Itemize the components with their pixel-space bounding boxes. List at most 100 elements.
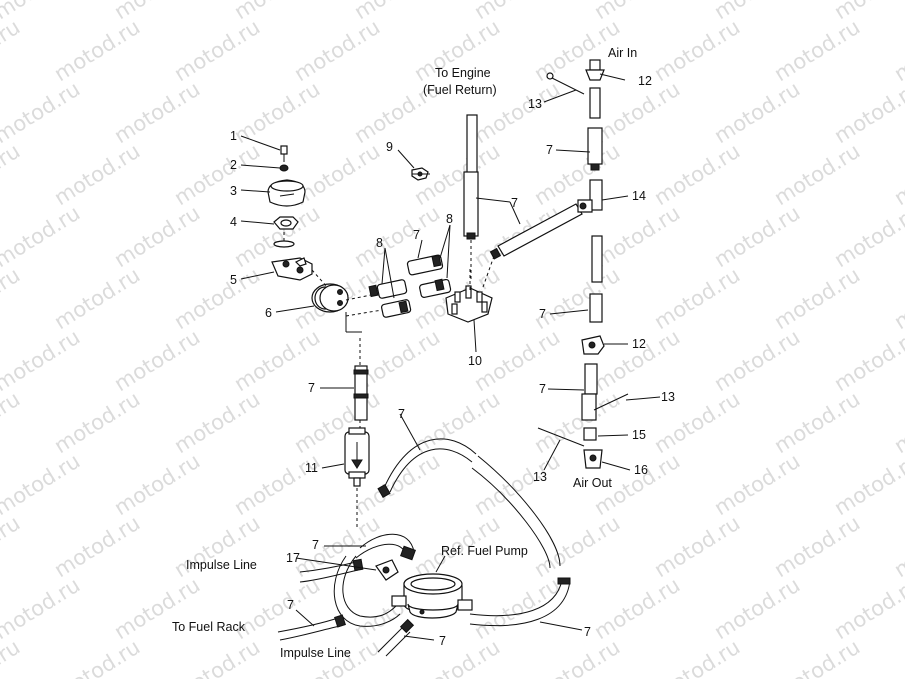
- watermark-text: motod.ru: [590, 201, 684, 272]
- watermark-text: motod.ru: [170, 635, 264, 679]
- watermark-text: motod.ru: [710, 325, 804, 396]
- label-to-fuel-rack: To Fuel Rack: [172, 620, 246, 634]
- callout-9: 9: [386, 140, 393, 154]
- callout-17: 17: [286, 551, 300, 565]
- watermark-text: motod.ru: [470, 573, 564, 644]
- watermark-text: motod.ru: [470, 449, 564, 520]
- label-impulse-line-top: Impulse Line: [186, 558, 257, 572]
- callout-12-mid: 12: [632, 337, 646, 351]
- watermark-text: motod.ru: [830, 77, 905, 148]
- watermark-text: motod.ru: [770, 511, 864, 582]
- label-air-out: Air Out: [573, 476, 612, 490]
- watermark-text: motod.ru: [890, 511, 905, 582]
- watermark-text: motod.ru: [410, 387, 504, 458]
- watermark-text: motod.ru: [0, 635, 24, 679]
- callout-8-left: 8: [376, 236, 383, 250]
- watermark-text: motod.ru: [590, 573, 684, 644]
- watermark-text: motod.ru: [110, 325, 204, 396]
- watermark-text: motod.ru: [170, 263, 264, 334]
- callout-7-air-low: 7: [539, 382, 546, 396]
- short-hoses: [345, 254, 452, 318]
- fuel-pump: [375, 559, 473, 619]
- watermark-text: motod.ru: [170, 387, 264, 458]
- callout-7-loop: 7: [312, 538, 319, 552]
- watermark-text: motod.ru: [230, 449, 324, 520]
- label-to-engine: To Engine: [435, 66, 491, 80]
- watermark-text: motod.ru: [830, 573, 905, 644]
- callout-6: 6: [265, 306, 272, 320]
- watermark-text: motod.ru: [530, 263, 624, 334]
- watermark-text: motod.ru: [890, 387, 905, 458]
- watermark-text: motod.ru: [710, 77, 804, 148]
- callout-4: 4: [230, 215, 237, 229]
- callout-numbers: 1 2 3 4 5 6 9 8 8 7 7 10 13 12 7 14 7 12…: [230, 74, 675, 648]
- watermark-text: motod.ru: [890, 139, 905, 210]
- watermark-text: motod.ru: [530, 139, 624, 210]
- watermark-text: motod.ru: [0, 15, 24, 86]
- callout-7-right-bottom: 7: [584, 625, 591, 639]
- fuel-return-hose: [463, 114, 479, 282]
- watermark-text: motod.ru: [170, 139, 264, 210]
- watermark-text: motod.ru: [650, 263, 744, 334]
- callout-12-top: 12: [638, 74, 652, 88]
- watermark-text: motod.ru: [110, 201, 204, 272]
- watermark-text: motod.ru: [0, 449, 84, 520]
- watermark-text: motod.ru: [0, 201, 84, 272]
- callout-7-arc: 7: [398, 407, 405, 421]
- callout-15: 15: [632, 428, 646, 442]
- cap-assembly: [267, 145, 377, 333]
- callout-7-short-hose: 7: [413, 228, 420, 242]
- fuel-filter-line: [344, 338, 370, 530]
- watermark-text: motod.ru: [890, 263, 905, 334]
- label-air-in: Air In: [608, 46, 637, 60]
- watermark-text: motod.ru: [770, 387, 864, 458]
- leader-lines: [240, 73, 661, 641]
- watermark-text: motod.ru: [50, 635, 144, 679]
- callout-7-diagonal: 7: [511, 196, 518, 210]
- watermark-text: motod.ru: [650, 635, 744, 679]
- watermark-text: motod.ru: [650, 511, 744, 582]
- callout-7-air-top: 7: [546, 143, 553, 157]
- watermark-text: motod.ru: [470, 325, 564, 396]
- watermark-text: motod.ru: [890, 15, 905, 86]
- watermark-text: motod.ru: [530, 511, 624, 582]
- callout-8-right: 8: [446, 212, 453, 226]
- watermark-text: motod.ru: [0, 387, 24, 458]
- watermark-text: motod.ru: [650, 139, 744, 210]
- callout-13-right: 13: [661, 390, 675, 404]
- air-line: [537, 59, 629, 469]
- watermark-text: motod.ru: [710, 449, 804, 520]
- watermark-text: motod.ru: [50, 139, 144, 210]
- long-hoses: [277, 438, 571, 657]
- watermark-text: motod.ru: [530, 635, 624, 679]
- diagonal-hose: [481, 203, 583, 291]
- clip-part: [411, 167, 430, 181]
- watermark-text: motod.ru: [830, 201, 905, 272]
- watermark-text: motod.ru: [0, 77, 84, 148]
- label-impulse-line-bottom: Impulse Line: [280, 646, 351, 660]
- watermark-text: motod.ru: [710, 201, 804, 272]
- callout-5: 5: [230, 273, 237, 287]
- watermark-text: motod.ru: [50, 511, 144, 582]
- callout-7-fuel-rack: 7: [287, 598, 294, 612]
- callout-11: 11: [305, 461, 318, 475]
- callout-10: 10: [468, 354, 482, 368]
- watermark-text: motod.ru: [830, 449, 905, 520]
- watermark-text: motod.ru: [290, 15, 384, 86]
- watermark-text: motod.ru: [0, 325, 84, 396]
- label-ref-fuel-pump: Ref. Fuel Pump: [441, 544, 528, 558]
- watermark-text: motod.ru: [770, 139, 864, 210]
- watermark-text: motod.ru: [890, 635, 905, 679]
- watermark-text: motod.ru: [50, 387, 144, 458]
- callout-13-bottom: 13: [533, 470, 547, 484]
- callout-14: 14: [632, 189, 646, 203]
- watermark-text: motod.ru: [0, 263, 24, 334]
- watermark-text: motod.ru: [530, 387, 624, 458]
- watermark-text: motod.ru: [290, 387, 384, 458]
- watermark-text: motod.ru: [770, 15, 864, 86]
- watermark-text: motod.ru: [0, 511, 24, 582]
- callout-16: 16: [634, 463, 648, 477]
- callout-7-impulse-bottom: 7: [439, 634, 446, 648]
- watermark-text: motod.ru: [650, 15, 744, 86]
